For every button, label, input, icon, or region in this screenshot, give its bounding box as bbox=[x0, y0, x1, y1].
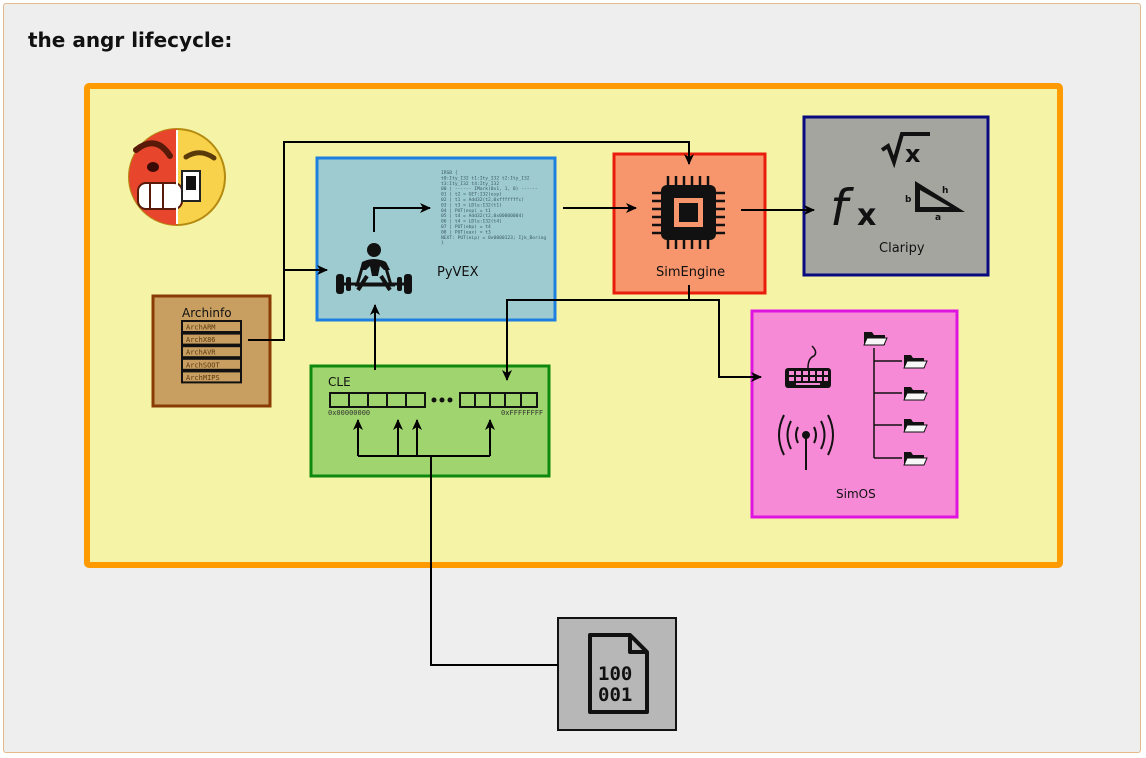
pyvex-label: PyVEX bbox=[437, 265, 479, 280]
claripy-label: Claripy bbox=[879, 241, 925, 256]
lift-arrow bbox=[373, 203, 431, 232]
svg-text:h: h bbox=[942, 186, 948, 196]
svg-text:x: x bbox=[905, 140, 921, 168]
arch-entry-box bbox=[181, 345, 242, 359]
simos-block bbox=[750, 309, 959, 519]
square-root-icon: x bbox=[880, 132, 930, 169]
vex-ir-line: } bbox=[441, 240, 444, 246]
memory-cells bbox=[329, 392, 538, 408]
arch-entry-box bbox=[181, 320, 242, 333]
cpu-chip-icon bbox=[652, 176, 725, 249]
vex-ir-line: 02 | t1 = Add32(t2,0xfffffffc) bbox=[441, 197, 524, 203]
archinfo-to-pyvex-arrow bbox=[248, 265, 328, 341]
vex-ir-line: 08 | PUT(eax) = t3 bbox=[441, 229, 491, 235]
vex-ir-line: 04 | PUT(esp) = t1 bbox=[441, 208, 491, 214]
binary-bits-line-1: 100 bbox=[598, 663, 632, 685]
simengine-to-cle-arrow bbox=[502, 285, 690, 381]
antenna-icon bbox=[778, 414, 834, 470]
folder-icon bbox=[903, 387, 928, 401]
pyvex-block bbox=[315, 156, 557, 322]
vex-ir-line: 05 | t4 = Add32(t2,0x00000004) bbox=[441, 213, 524, 219]
folder-tree bbox=[863, 332, 928, 466]
cle-label: CLE bbox=[328, 375, 351, 389]
vex-ir-line: t0:Ity_I32 t1:Ity_I32 t2:Ity_I32 bbox=[441, 175, 530, 181]
svg-text:a: a bbox=[935, 213, 941, 223]
arch-entry-label: ArchX86 bbox=[186, 336, 216, 344]
ellipsis-icon bbox=[431, 397, 453, 403]
binary-to-cle-line bbox=[430, 456, 558, 666]
binary-file-icon bbox=[588, 633, 649, 714]
vex-ir-line: IRSB { bbox=[441, 170, 458, 176]
folder-icon bbox=[903, 355, 928, 369]
simengine-label: SimEngine bbox=[656, 265, 725, 280]
flow-connectors bbox=[248, 141, 815, 666]
weightlifter-icon bbox=[336, 243, 412, 294]
vex-ir-line: NEXT: PUT(eip) = 0x0000123; Ijk_Boring bbox=[441, 235, 546, 241]
arch-entry-box bbox=[181, 332, 242, 346]
arch-entry-label: ArchSOOT bbox=[186, 361, 221, 369]
root-folder-icon bbox=[863, 332, 888, 346]
triangle-icon: b h a bbox=[905, 181, 965, 223]
vex-ir-listing: IRSB { t0:Ity_I32 t1:Ity_I32 t2:Ity_I32 … bbox=[441, 170, 546, 246]
svg-text:b: b bbox=[905, 195, 912, 205]
arch-entry-label: ArchAVR bbox=[186, 349, 216, 357]
cle-start-address: 0x00000000 bbox=[328, 409, 370, 417]
arch-entry-label: ArchMIPS bbox=[186, 374, 220, 382]
vex-ir-line: 07 | PUT(ebp) = t4 bbox=[441, 224, 491, 230]
page-title: the angr lifecycle: bbox=[28, 28, 233, 52]
cle-load-arrows bbox=[353, 419, 495, 457]
vex-ir-line: t3:Ity_I32 t4:Ity_I32 bbox=[441, 181, 499, 187]
binary-bits-line-2: 001 bbox=[598, 684, 632, 706]
arch-entry-box bbox=[181, 357, 242, 371]
simos-label: SimOS bbox=[836, 487, 876, 501]
vex-ir-line: 03 | t3 = LDle:I32(t1) bbox=[441, 202, 502, 208]
arch-entry-box bbox=[181, 370, 242, 384]
angr-mascot-icon bbox=[128, 128, 226, 226]
simengine-to-simos-arrow bbox=[689, 299, 762, 382]
vex-ir-line: 06 | t4 = LDle:I32(t4) bbox=[441, 219, 502, 225]
svg-text:x: x bbox=[857, 198, 876, 233]
arch-entry-label: ArchARM bbox=[186, 324, 216, 332]
archinfo-to-simengine-arrow bbox=[283, 141, 694, 270]
vex-ir-line: 01 | t2 = GET:I32(esp) bbox=[441, 192, 502, 198]
claripy-block bbox=[802, 115, 990, 277]
archinfo-label: Archinfo bbox=[182, 306, 232, 320]
cle-end-address: 0xFFFFFFFF bbox=[501, 409, 543, 417]
folder-icon bbox=[903, 419, 928, 433]
folder-icon bbox=[903, 452, 928, 466]
vex-ir-line: 00 | ------ IMark(0x1, 1, 0) ------ bbox=[441, 186, 538, 192]
keyboard-icon bbox=[785, 345, 831, 388]
